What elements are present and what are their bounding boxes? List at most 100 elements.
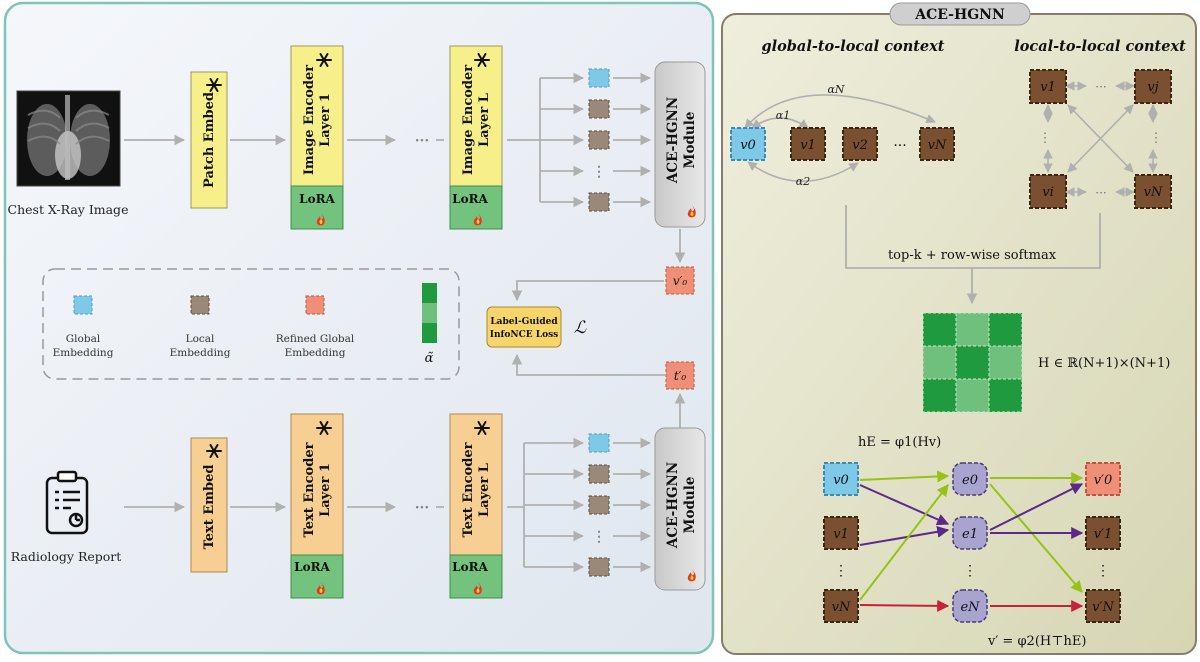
text-encoder-layer1-block (290, 413, 344, 556)
ace-hgnn-title: ACE-HGNN (914, 7, 1005, 23)
image-encoder-layer1-line1: Image Encoder (302, 65, 317, 175)
hyperedge-e1 (952, 516, 988, 550)
text-embed-label: Text Embed (202, 465, 217, 550)
module-line2: Module (682, 112, 698, 169)
refined-embedding-v0 (665, 266, 695, 295)
hyperedge-e1-label: e1 (962, 527, 978, 542)
legend-box (42, 268, 460, 380)
incidence-matrix-H (922, 312, 1023, 413)
alpha-2: α2 (796, 175, 810, 188)
node-v1-grid (1029, 69, 1067, 104)
grid-ellipsis: ··· (1095, 186, 1106, 200)
vertical-ellipsis: ⋮ (963, 563, 977, 579)
loss-box (486, 306, 562, 348)
legend-refined-swatch (305, 295, 325, 315)
legend-global-swatch (73, 295, 93, 315)
node-v1-input (823, 516, 859, 550)
t0-prime-label: t′₀ (674, 369, 687, 383)
image-encoder-layerL-block (449, 45, 503, 187)
node-v1 (790, 127, 826, 161)
hyperedge-eN (952, 589, 988, 623)
node-v1-label: v1 (833, 527, 849, 542)
clipboard-icon (45, 470, 89, 535)
node-v0-input (823, 462, 859, 496)
chest-xray-image (16, 90, 121, 187)
legend-alpha-bar (422, 323, 437, 343)
lora-label: LoRA (452, 560, 488, 574)
local-embedding (588, 495, 610, 515)
alpha-N: αN (827, 83, 844, 96)
node-vN-label: vN (1144, 185, 1163, 200)
node-v1-label: v1 (800, 138, 816, 153)
legend-alpha-bar (422, 303, 437, 323)
hyperedge-eN-label: eN (960, 600, 980, 615)
global-to-local-heading: global-to-local context (761, 38, 944, 55)
node-vN-label: vN (832, 600, 851, 615)
hE-equation: hE = φ1(Hv) (858, 435, 941, 450)
alpha-1: α1 (776, 109, 790, 122)
chest-xray-label: Chest X-Ray Image (8, 202, 129, 217)
hyperedge-e0 (952, 462, 988, 496)
global-embedding (588, 68, 610, 88)
legend-global-line2: Embedding (53, 347, 114, 359)
ace-hgnn-tab (889, 2, 1031, 26)
image-encoder-layer1-block (290, 45, 344, 187)
node-vi-label: vi (1042, 185, 1054, 200)
patch-embed-label: Patch Embed (202, 92, 217, 188)
node-v1-prime-output (1085, 516, 1121, 550)
lora-label: LoRA (294, 560, 330, 574)
topk-label: top-k + row-wise softmax (888, 248, 1057, 263)
module-line1: ACE-HGNN (665, 97, 681, 184)
node-vi (1029, 174, 1067, 209)
local-embedding (588, 557, 610, 577)
lora-label: LoRA (299, 192, 335, 206)
lora-label: LoRA (452, 192, 488, 206)
legend-local-line1: Local (186, 333, 215, 345)
patch-embed-block (190, 71, 228, 209)
text-encoder-layerL-line1: Text Encoder (461, 442, 476, 537)
local-to-local-heading: local-to-local context (1014, 38, 1186, 55)
image-encoder-layerL-line2: Layer L (477, 93, 492, 147)
node-vN-label: vN (928, 138, 947, 153)
legend-alpha-bar (422, 283, 437, 303)
local-embedding (588, 464, 610, 484)
module-line2: Module (682, 477, 698, 534)
grid-ellipsis: ⋮ (1039, 131, 1052, 146)
node-vN (919, 127, 955, 161)
horizontal-ellipsis: ··· (893, 138, 906, 154)
text-encoder-layerL-line2: Layer L (477, 463, 492, 517)
grid-ellipsis: ··· (1095, 80, 1106, 94)
radiology-report-label: Radiology Report (11, 549, 122, 564)
text-encoder-layer1-line2: Layer 1 (318, 463, 333, 517)
legend-global-line1: Global (66, 333, 101, 345)
H-definition: H ∈ ℝ(N+1)×(N+1) (1038, 356, 1170, 371)
node-vN-grid (1134, 174, 1172, 209)
ace-hgnn-module-top (654, 61, 706, 228)
legend-alpha-label: α̃ (425, 351, 434, 366)
v0-prime-label: v′₀ (673, 274, 688, 288)
text-embed-block (190, 437, 228, 573)
refined-embedding-t0 (665, 361, 695, 390)
legend-refined-line2: Embedding (285, 347, 346, 359)
vprime-equation: v′ = φ2(H⊤hE) (987, 634, 1086, 649)
node-v0-label: v0 (740, 138, 756, 153)
output-vNp-label: v′N (1092, 600, 1114, 615)
image-encoder-layer1-line2: Layer 1 (318, 93, 333, 147)
node-v2 (842, 127, 878, 161)
ace-hgnn-module-bottom (654, 427, 706, 591)
vertical-ellipsis: ⋮ (592, 164, 606, 180)
grid-ellipsis: ⋮ (1150, 131, 1163, 146)
node-vj (1134, 69, 1172, 104)
text-encoder-layerL-block (449, 413, 503, 556)
ellipsis-bottom: ··· (415, 500, 430, 516)
legend-refined-line1: Refined Global (276, 333, 355, 345)
node-vN-prime-output (1085, 589, 1121, 623)
image-encoder-layerL-line1: Image Encoder (461, 65, 476, 175)
output-v0p-label: v′0 (1094, 473, 1113, 488)
node-v0-prime-output (1085, 462, 1121, 496)
node-v2-label: v2 (852, 138, 868, 153)
loss-symbol: ℒ (574, 318, 587, 338)
global-embedding (588, 433, 610, 453)
local-embedding (588, 99, 610, 119)
vertical-ellipsis: ⋮ (1096, 563, 1110, 579)
